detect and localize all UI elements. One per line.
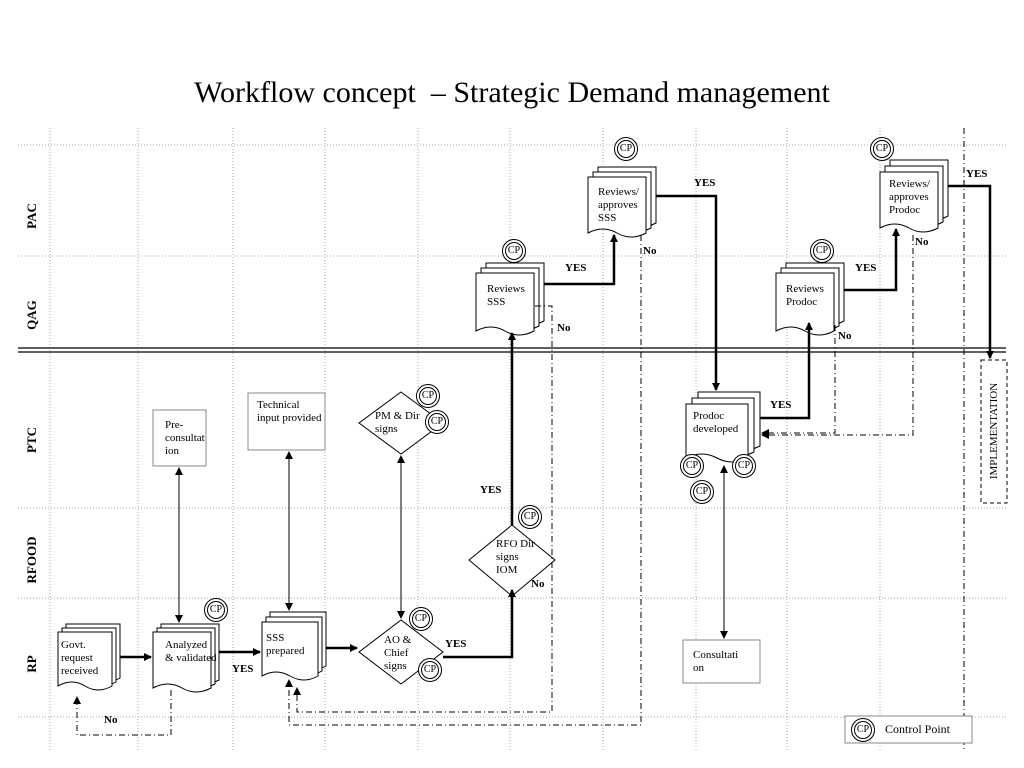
boxes	[152, 392, 973, 744]
label-no: No	[531, 578, 545, 590]
node-approves-prodoc: Reviews/ approves Prodoc	[889, 178, 930, 216]
control-point-icon: CP	[518, 505, 542, 529]
label-no: No	[557, 322, 571, 334]
node-reviews-sss: Reviews SSS	[487, 283, 525, 308]
label-yes: YES	[480, 484, 502, 496]
node-reviews-prodoc: Reviews Prodoc	[786, 283, 824, 308]
lane-rp: RP	[24, 655, 39, 673]
label-no: No	[643, 245, 657, 257]
label-yes: YES	[966, 168, 988, 180]
lane-ptc: PTC	[24, 427, 39, 453]
control-point-icon: CP	[614, 137, 638, 161]
label-yes: YES	[770, 399, 792, 411]
lane-pac: PAC	[24, 203, 39, 229]
control-point-icon: CP	[870, 137, 894, 161]
node-govt-request: Govt. request received	[61, 639, 99, 677]
implementation-label: IMPLEMENTATION	[988, 382, 1000, 480]
control-point-icon: CP	[425, 410, 449, 434]
node-technical-input: Technical input provided	[257, 399, 322, 424]
label-no: No	[838, 330, 852, 342]
label-yes: YES	[445, 638, 467, 650]
doc-shapes	[57, 159, 949, 693]
node-approves-sss: Reviews/ approves SSS	[598, 186, 639, 224]
control-point-icon: CP	[418, 658, 442, 682]
label-no: No	[915, 236, 929, 248]
node-rfo-dir-signs: RFO Dir signs IOM	[496, 538, 535, 576]
label-yes: YES	[694, 177, 716, 189]
control-point-icon: CP	[690, 480, 714, 504]
legend-control-point-icon: CP	[851, 718, 875, 742]
node-sss-prepared: SSS prepared	[266, 632, 305, 657]
node-consultation: Consultati on	[693, 649, 739, 674]
control-point-icon: CP	[732, 454, 756, 478]
label-no: No	[104, 714, 118, 726]
node-pm-dir-signs: PM & Dir signs	[375, 410, 420, 435]
control-point-icon: CP	[416, 384, 440, 408]
control-point-icon: CP	[409, 607, 433, 631]
legend-label: Control Point	[885, 722, 951, 736]
node-prodoc-developed: Prodoc developed	[693, 410, 739, 435]
control-point-icon: CP	[502, 239, 526, 263]
lane-qag: QAG	[24, 300, 39, 330]
page-title: Workflow concept – Strategic Demand mana…	[194, 76, 830, 109]
label-yes: YES	[232, 663, 254, 675]
lane-rfood: RFOOD	[24, 536, 39, 584]
label-yes: YES	[855, 262, 877, 274]
control-point-icon: CP	[810, 239, 834, 263]
diamonds	[358, 391, 556, 685]
control-point-icon: CP	[204, 598, 228, 622]
label-yes: YES	[565, 262, 587, 274]
node-analyzed: Analyzed & validated	[165, 639, 217, 664]
control-point-icon: CP	[680, 454, 704, 478]
node-ao-chief-signs: AO & Chief signs	[384, 634, 412, 672]
node-preconsultation: Pre- consultat ion	[165, 419, 205, 457]
